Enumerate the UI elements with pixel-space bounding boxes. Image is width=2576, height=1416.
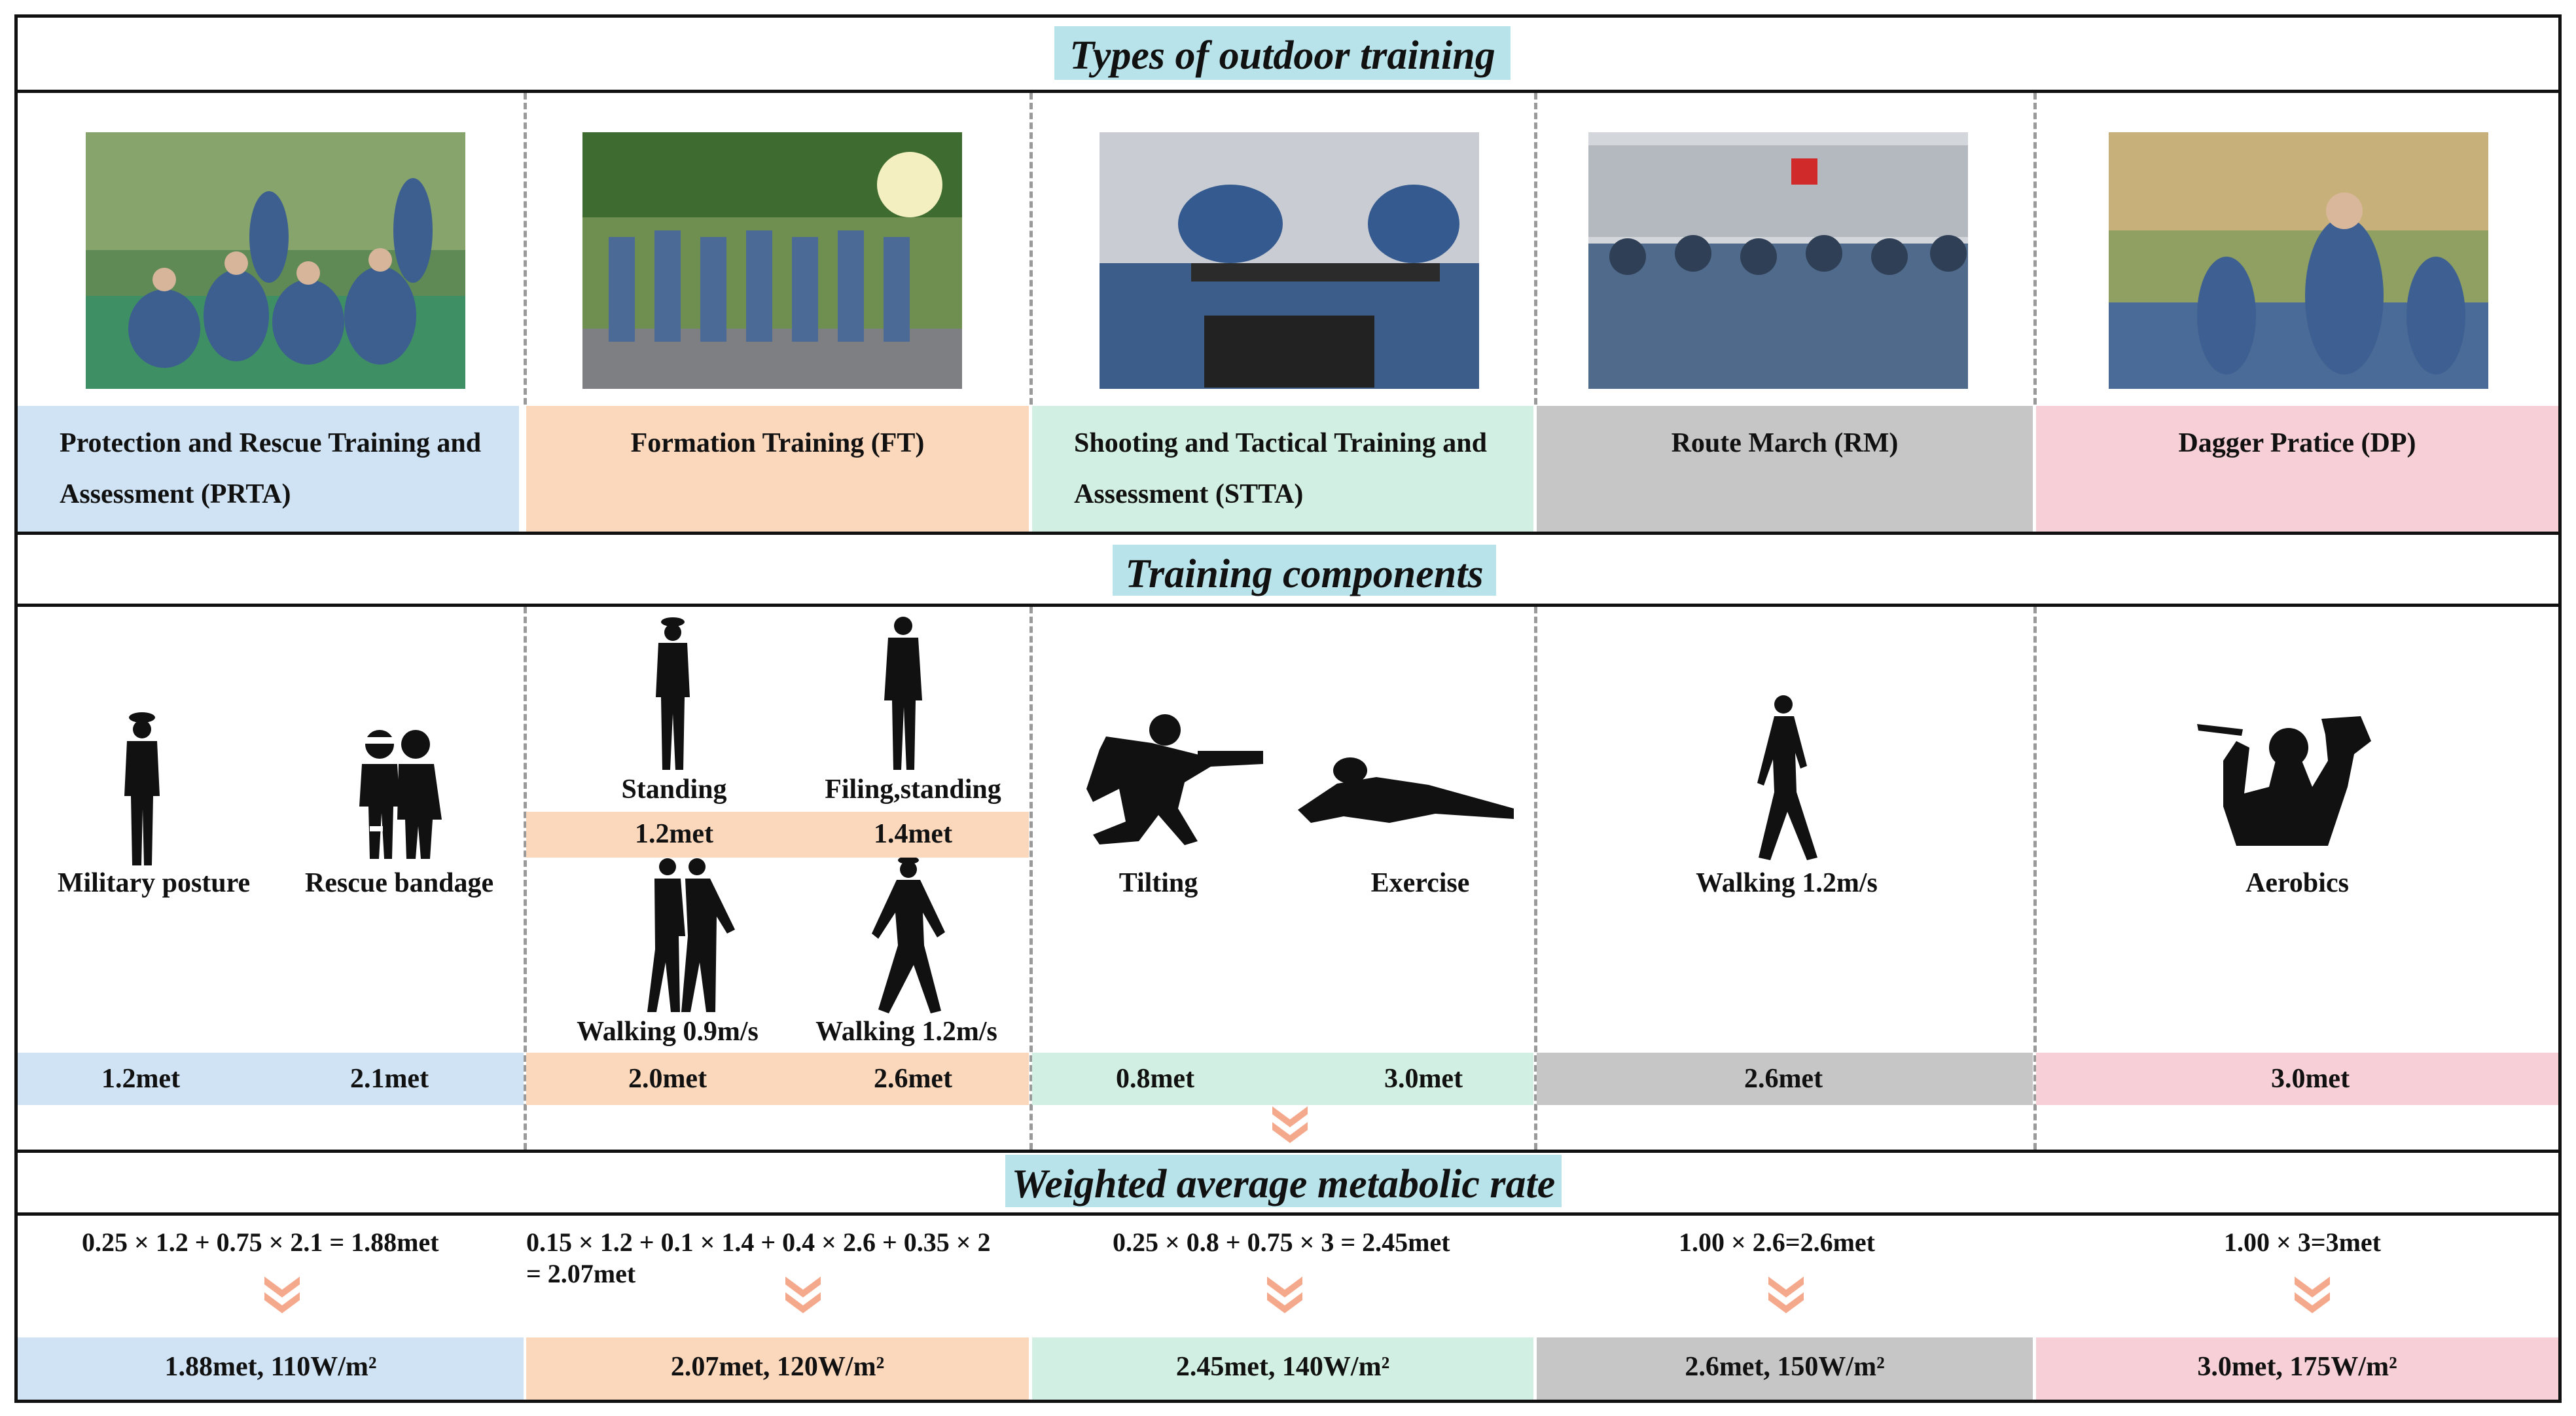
column-separator xyxy=(1029,607,1033,1150)
shooting-aim-photo xyxy=(1100,132,1479,389)
formula-ft-line1: 0.15 × 1.2 + 0.1 × 1.4 + 0.4 × 2.6 + 0.3… xyxy=(526,1227,991,1257)
component-met-walking-0-9: 2.0met xyxy=(628,1064,707,1094)
prta-met-band xyxy=(18,1053,524,1105)
training-name-dp: Dagger Pratice (DP) xyxy=(2036,406,2558,532)
training-name-stta-line2: Assessment (STTA) xyxy=(1074,479,1304,509)
formula-rm: 1.00 × 2.6=2.6met xyxy=(1679,1227,1875,1257)
chevron-down-icon xyxy=(1768,1277,1804,1313)
component-met-exercise: 3.0met xyxy=(1384,1064,1463,1094)
training-name-ft-line1: Formation Training (FT) xyxy=(630,428,925,458)
training-name-stta: Shooting and Tactical Training and Asses… xyxy=(1032,406,1533,532)
chevron-down-icon xyxy=(2295,1277,2330,1313)
column-separator xyxy=(2033,607,2037,1150)
training-name-prta-line2: Assessment (PRTA) xyxy=(60,479,291,509)
kneeling-shooter-icon xyxy=(1086,714,1263,845)
ft-upper-met-band xyxy=(526,812,1029,858)
component-label-rescue-bandage: Rescue bandage xyxy=(304,868,494,898)
frame-divider-2 xyxy=(16,532,2560,535)
training-name-dp-line1: Dagger Pratice (DP) xyxy=(2178,428,2416,458)
component-met-walking-1-2-ft: 2.6met xyxy=(873,1064,953,1094)
result-prta: 1.88met, 110W/m² xyxy=(164,1352,377,1382)
filing-standing-icon xyxy=(884,617,922,770)
dp-met-band xyxy=(2036,1053,2558,1105)
types-title: Types of outdoor training xyxy=(1054,26,1511,80)
result-dp: 3.0met, 175W/m² xyxy=(2197,1352,2397,1382)
component-label-exercise: Exercise xyxy=(1370,868,1470,898)
frame-right xyxy=(2558,14,2562,1403)
training-name-stta-line1: Shooting and Tactical Training and xyxy=(1074,428,1488,458)
rm-met-band xyxy=(1537,1053,2033,1105)
component-label-filing-standing: Filing,standing xyxy=(825,774,1001,805)
dagger-fighter-icon xyxy=(2197,716,2371,846)
prta-result-band xyxy=(18,1337,524,1400)
components-title: Training components xyxy=(1113,545,1496,596)
formula-prta: 0.25 × 1.2 + 0.75 × 2.1 = 1.88met xyxy=(82,1227,439,1257)
chevron-down-icon xyxy=(1272,1106,1308,1143)
column-separator xyxy=(524,607,527,1150)
frame-bottom xyxy=(16,1400,2560,1403)
component-label-walking-0-9: Walking 0.9m/s xyxy=(577,1017,759,1047)
chevron-down-icon xyxy=(264,1277,300,1313)
frame-left xyxy=(14,14,18,1403)
chevron-down-icon xyxy=(785,1277,821,1313)
ft-result-band xyxy=(526,1337,1029,1400)
formula-dp: 1.00 × 3=3met xyxy=(2224,1227,2381,1257)
component-met-standing: 1.2met xyxy=(634,819,714,849)
training-name-prta: Protection and Rescue Training and Asses… xyxy=(18,406,519,532)
component-met-tilting: 0.8met xyxy=(1115,1064,1195,1094)
result-stta: 2.45met, 140W/m² xyxy=(1175,1352,1390,1382)
component-met-rescue-bandage: 2.1met xyxy=(349,1064,429,1094)
result-ft: 2.07met, 120W/m² xyxy=(670,1352,885,1382)
soldiers-kneeling-photo xyxy=(86,132,465,389)
component-label-aerobics: Aerobics xyxy=(2245,868,2349,898)
frame-divider-4 xyxy=(16,1150,2560,1153)
stta-result-band xyxy=(1032,1337,1533,1400)
column-separator xyxy=(1534,93,1537,405)
component-met-filing-standing: 1.4met xyxy=(873,819,953,849)
training-name-ft: Formation Training (FT) xyxy=(526,406,1029,532)
walking-pair-icon xyxy=(647,858,735,1012)
frame-divider-3 xyxy=(16,604,2560,607)
component-label-walking-1-2-rm: Walking 1.2m/s xyxy=(1696,868,1878,898)
component-met-walking-1-2-rm: 2.6met xyxy=(1744,1064,1823,1094)
component-label-standing: Standing xyxy=(621,774,727,805)
standing-officer-icon xyxy=(656,617,690,770)
component-met-military-posture: 1.2met xyxy=(101,1064,181,1094)
route-march-crowd-photo xyxy=(1588,132,1968,389)
column-separator xyxy=(2033,93,2037,405)
stta-met-band xyxy=(1032,1053,1533,1105)
formula-ft-line2: = 2.07met xyxy=(526,1259,636,1288)
component-label-tilting: Tilting xyxy=(1118,868,1198,898)
rm-result-band xyxy=(1537,1337,2033,1400)
frame-divider-5 xyxy=(16,1212,2560,1216)
dagger-practice-photo xyxy=(2109,132,2488,389)
formula-ft: 0.15 × 1.2 + 0.1 × 1.4 + 0.4 × 2.6 + 0.3… xyxy=(526,1227,1029,1290)
training-name-rm-line1: Route March (RM) xyxy=(1671,428,1899,458)
ft-met-band xyxy=(526,1053,1029,1105)
prone-crawl-icon xyxy=(1298,757,1514,823)
component-label-walking-1-2-ft: Walking 1.2m/s xyxy=(815,1017,997,1047)
training-name-rm: Route March (RM) xyxy=(1537,406,2033,532)
standing-soldier-icon xyxy=(124,712,160,865)
result-rm: 2.6met, 150W/m² xyxy=(1685,1352,1885,1382)
column-separator xyxy=(1029,93,1033,405)
dp-result-band xyxy=(2036,1337,2558,1400)
weighted-title: Weighted average metabolic rate xyxy=(1005,1155,1562,1207)
column-separator xyxy=(1534,607,1537,1150)
frame-divider-1 xyxy=(16,90,2560,93)
component-label-military-posture: Military posture xyxy=(57,868,251,898)
frame-top xyxy=(16,14,2560,18)
walking-person-icon xyxy=(1757,695,1817,860)
column-separator xyxy=(524,93,527,405)
chevron-down-icon xyxy=(1267,1277,1302,1313)
formula-stta: 0.25 × 0.8 + 0.75 × 3 = 2.45met xyxy=(1113,1227,1450,1257)
marching-soldier-icon xyxy=(872,856,945,1013)
training-name-prta-line1: Protection and Rescue Training and xyxy=(60,428,482,458)
marching-formation-photo xyxy=(582,132,962,389)
component-met-aerobics: 3.0met xyxy=(2270,1064,2350,1094)
rescue-bandage-icon xyxy=(359,730,442,859)
